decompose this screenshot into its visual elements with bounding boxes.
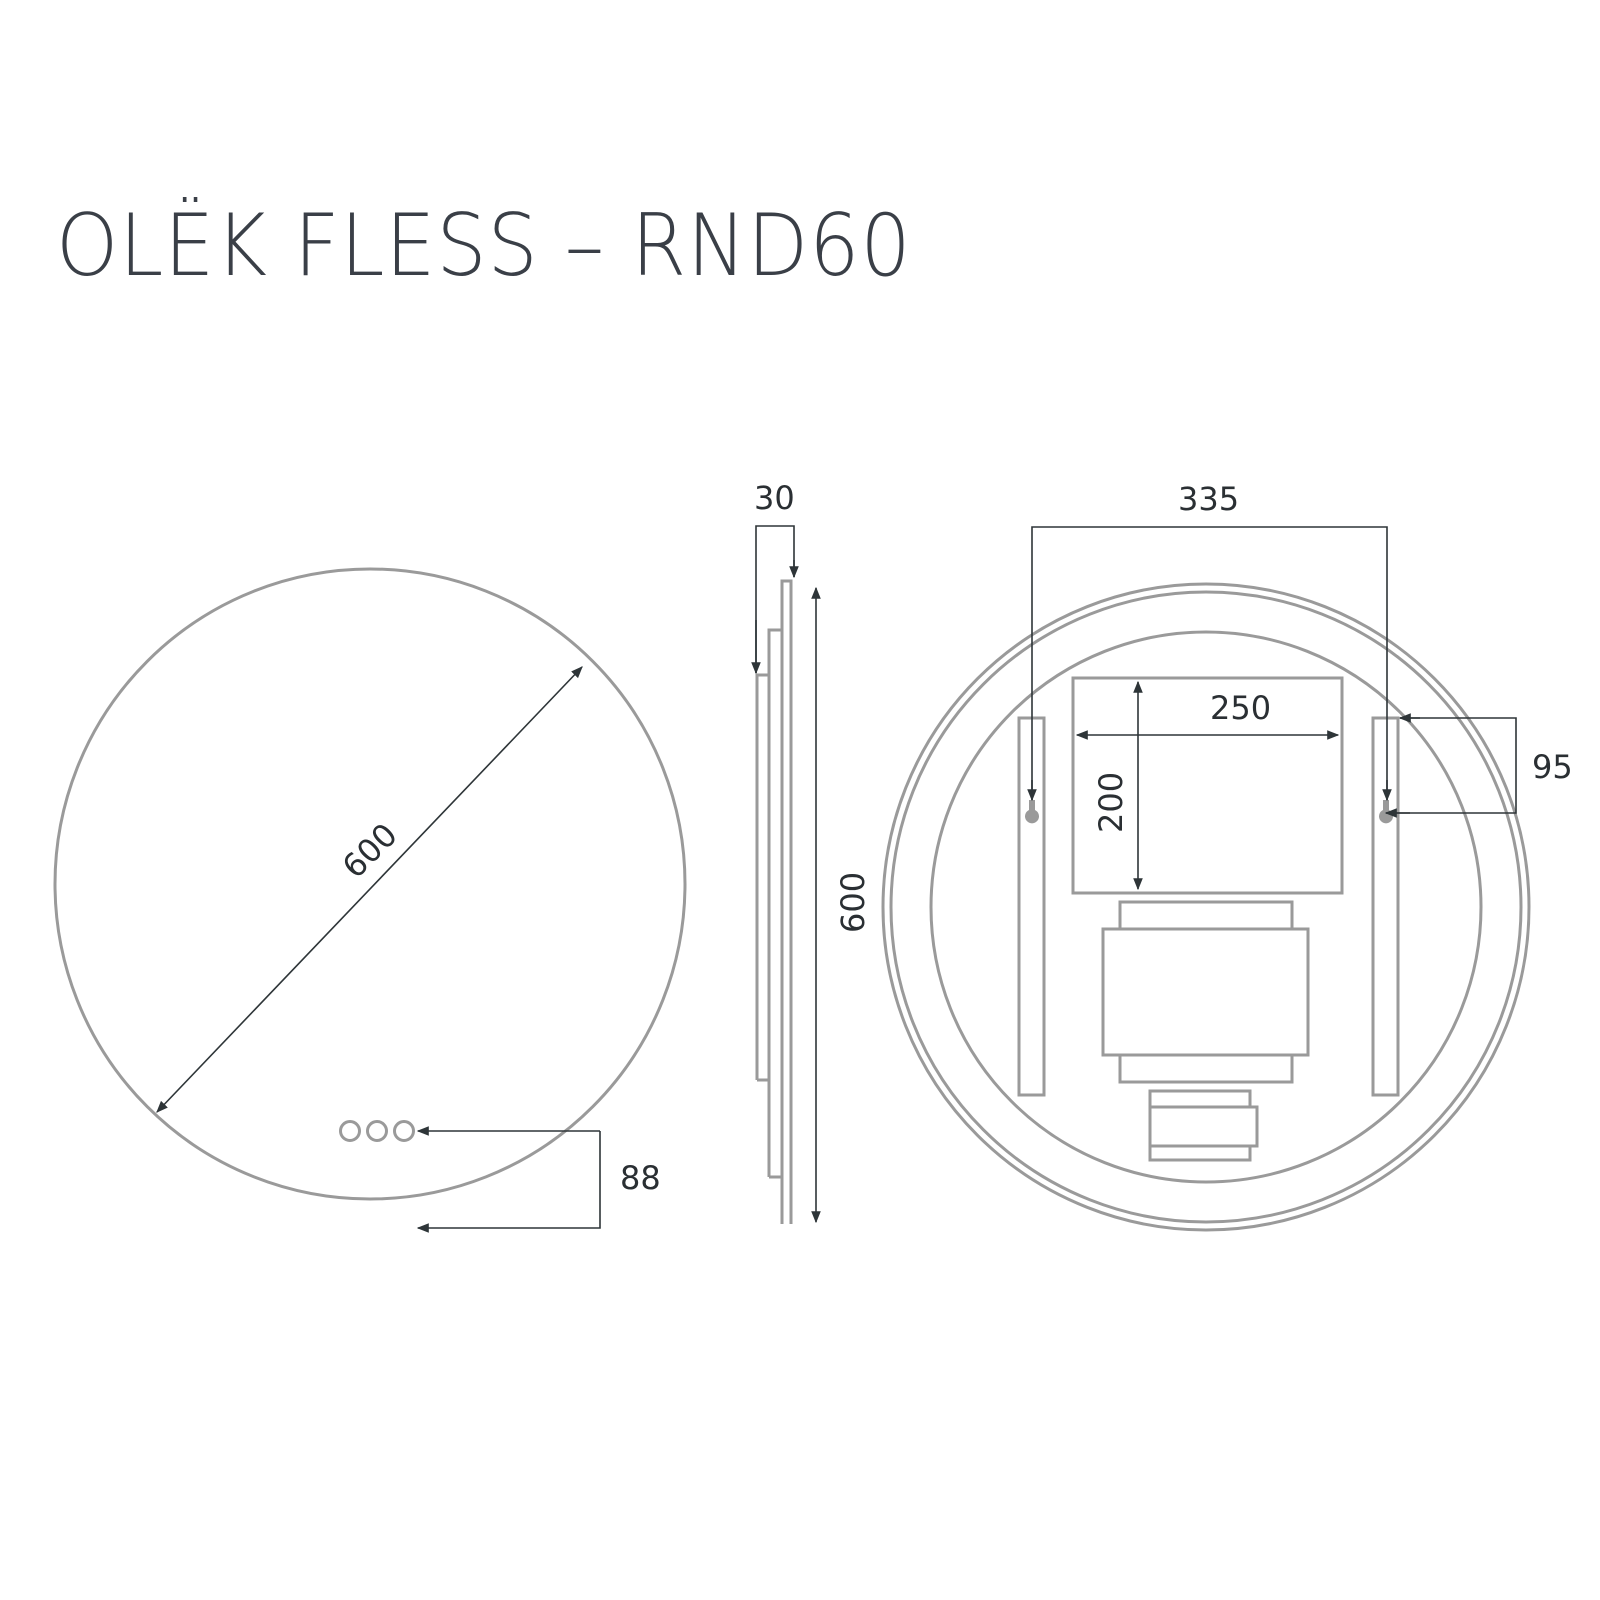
frame-profile [767,628,782,1177]
height-label: 600 [834,872,872,933]
panel-width-label: 250 [1210,689,1271,727]
right-bracket [1371,716,1400,1097]
hanger-offset-label: 95 [1532,748,1573,786]
touch-button-icon [366,1120,388,1142]
front-view: 600 88 [53,567,687,1233]
transformer-bottom [1118,1053,1294,1084]
side-view: 30 600 [751,479,872,1224]
mirror-outline [53,567,687,1201]
touch-button-icon [393,1120,415,1142]
hanger-spacing-label: 335 [1178,480,1239,518]
driver-panel [1071,676,1344,895]
hanger-spacing-line [1031,526,1388,800]
depth-label: 30 [754,479,795,517]
outer-rim [881,582,1531,1232]
back-frame [929,630,1483,1184]
transformer-top [1118,900,1294,931]
hanger-offset-line [1386,717,1517,814]
product-title: OLËK FLESS – RND60 [56,196,912,296]
transformer-body [1101,927,1310,1057]
button-offset-label: 88 [620,1159,661,1197]
touch-button-icon [339,1120,361,1142]
touch-buttons [339,1120,415,1142]
mount-profile [755,673,769,1080]
panel-height-label: 200 [1092,772,1130,833]
connector-bottom [1148,1144,1252,1162]
keyhole-icon [1379,800,1393,824]
keyhole-icon [1025,800,1039,824]
back-view: 250 200 335 95 [881,480,1573,1232]
diameter-dimension-line [156,666,583,1113]
glass-profile [780,579,793,1224]
diameter-label: 600 [335,816,405,886]
outer-rim-inner [889,590,1523,1224]
connector-body [1148,1105,1259,1148]
button-offset-line-bottom [416,1131,601,1233]
connector-top [1148,1089,1252,1109]
depth-dimension-line [755,525,795,673]
